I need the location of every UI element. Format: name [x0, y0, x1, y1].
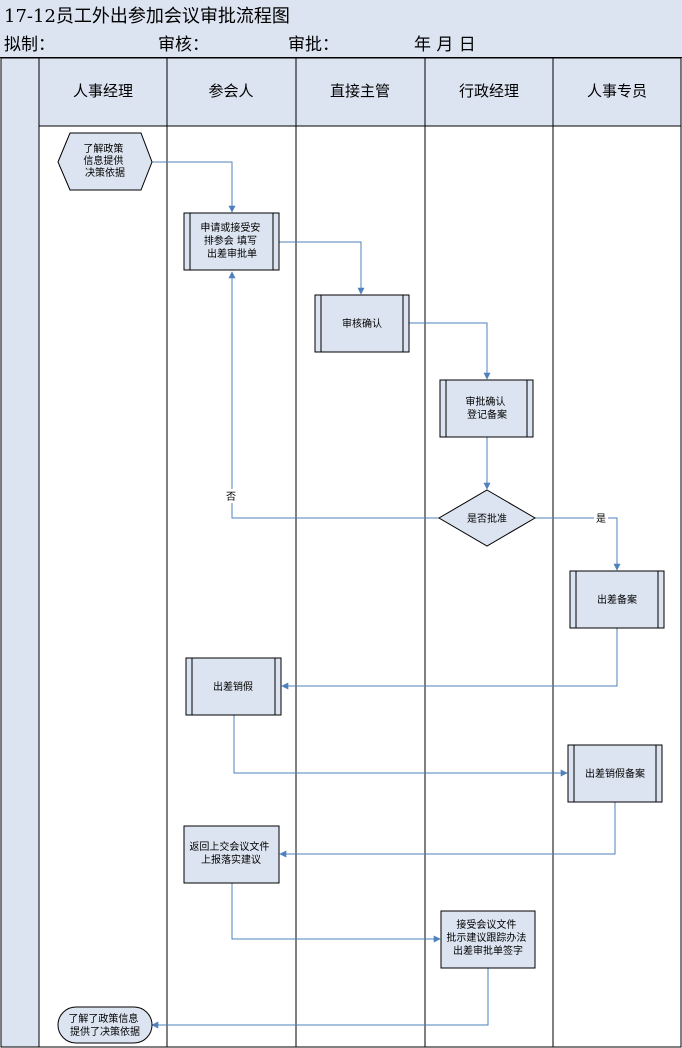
approved-by-label: 审批： [288, 35, 339, 55]
node-cancel-record [567, 744, 663, 803]
edge-trip-record-to-cancel-leave [281, 628, 618, 690]
edge-label-yes: 是 [596, 513, 606, 525]
chart-title: 17-12员工外出参加会议审批流程图 [4, 6, 290, 27]
lane-admin-manager: 行政经理 [459, 82, 519, 100]
node-receive-docs-label: 接受会议文件 批示建议跟踪办法 出差审批单签字 [446, 918, 529, 957]
node-trip-record-label: 出差备案 [597, 593, 637, 606]
node-receive-docs [440, 910, 536, 969]
node-cancel-leave-label: 出差销假 [213, 680, 253, 693]
node-apply-label: 申请或接受安 排参会 填写 出差审批单 [200, 221, 263, 260]
edge-cancel-record-to-submit [279, 802, 616, 858]
edge-start-to-apply [152, 161, 236, 213]
date-label: 年 月 日 [414, 35, 476, 55]
reviewed-by-label: 审核： [158, 35, 209, 55]
edge-decision-no [228, 271, 439, 519]
end-node [57, 1006, 153, 1044]
lane-attendee: 参会人 [208, 82, 253, 100]
pool-frame [0, 57, 682, 1048]
edge-label-no: 否 [226, 491, 236, 503]
node-submit-docs-label: 返回上交会议文件 上报落实建议 [189, 840, 272, 866]
edge-decision-yes [535, 517, 621, 571]
edge-label-bg [594, 511, 608, 525]
lane-header-band [38, 57, 682, 127]
edge-review-to-approve [409, 322, 491, 380]
node-approve-register [439, 379, 534, 438]
drafted-by-label: 拟制： [4, 35, 55, 55]
node-review-label: 审核确认 [342, 317, 382, 330]
edge-label-bg [224, 489, 238, 503]
node-review [314, 294, 410, 353]
edge-apply-to-review [279, 241, 365, 295]
lane-direct-supervisor: 直接主管 [330, 82, 390, 100]
edge-receive-to-end [151, 968, 489, 1029]
node-apply [183, 212, 280, 271]
lane-hr-specialist: 人事专员 [587, 82, 647, 100]
node-submit-docs [183, 825, 280, 884]
header-band: 17-12员工外出参加会议审批流程图 拟制： 审核： 审批： 年 月 日 [0, 0, 682, 58]
decision-node-label: 是否批准 [467, 512, 507, 525]
node-approve-register-label: 审批确认 登记备案 [465, 395, 508, 421]
lane-hr-manager: 人事经理 [73, 82, 133, 100]
edge-cancel-leave-to-cancel-record [233, 715, 568, 777]
node-cancel-leave [185, 657, 282, 716]
edge-submit-to-receive [231, 883, 441, 943]
pool-left-strip [0, 57, 40, 1048]
start-node-label: 了解政策 信息提供 决策依据 [83, 142, 126, 179]
node-cancel-record-label: 出差销假备案 [585, 767, 645, 780]
decision-node [438, 489, 536, 547]
start-node [57, 132, 153, 191]
end-node-label: 了解了政策信息 提供了决策依据 [68, 1012, 141, 1038]
node-trip-record [569, 570, 665, 629]
